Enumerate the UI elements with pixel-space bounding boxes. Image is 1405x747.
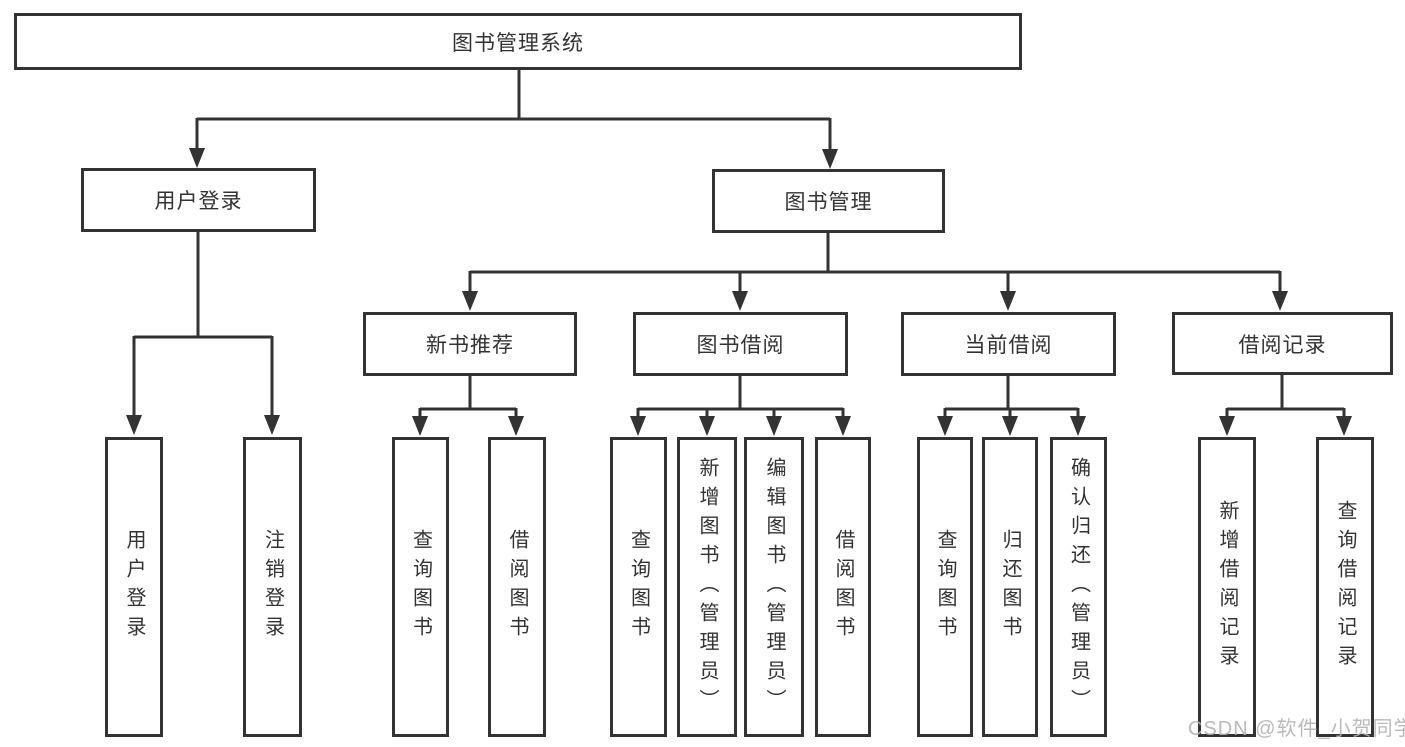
node-leaf-borrow-books-2: 借阅图书	[815, 437, 871, 737]
node-leaf-query-books-2: 查询图书	[610, 437, 667, 737]
node-label: 当前借阅	[964, 334, 1053, 357]
node-label: 归还图书	[999, 529, 1021, 645]
node-label: 新书推荐	[426, 334, 514, 357]
node-label: 用户登录	[123, 529, 145, 645]
node-label: 图书借阅	[696, 334, 785, 357]
node-leaf-query-books-1: 查询图书	[392, 437, 449, 737]
node-label: 查询图书	[409, 529, 432, 645]
node-leaf-borrow-books-1: 借阅图书	[488, 437, 546, 737]
node-current-borrowing: 当前借阅	[901, 312, 1116, 376]
node-leaf-user-login: 用户登录	[105, 437, 163, 737]
node-label: 图书管理	[784, 191, 873, 214]
node-new-book-recommendation: 新书推荐	[363, 312, 577, 376]
node-leaf-confirm-return-admin: 确认归还（管理员）	[1050, 437, 1107, 737]
node-leaf-edit-book-admin: 编辑图书（管理员）	[744, 437, 804, 737]
node-library-management-system: 图书管理系统	[14, 13, 1022, 70]
node-leaf-query-books-3: 查询图书	[917, 437, 973, 737]
node-book-borrowing: 图书借阅	[633, 312, 848, 376]
csdn-watermark: CSDN @软件_小贺同学	[1188, 718, 1405, 740]
node-label: 借阅图书	[832, 529, 854, 645]
node-book-management-branch: 图书管理	[712, 169, 945, 233]
node-label: 编辑图书（管理员）	[763, 456, 785, 718]
node-leaf-logout: 注销登录	[243, 437, 302, 737]
node-label: 用户登录	[154, 190, 243, 213]
node-label: 查询借阅记录	[1334, 500, 1356, 674]
node-label: 借阅记录	[1238, 333, 1327, 357]
node-label: 查询图书	[627, 529, 650, 645]
node-leaf-add-borrow-record: 新增借阅记录	[1198, 437, 1256, 737]
node-label: 新增图书（管理员）	[696, 456, 718, 718]
node-label: 确认归还（管理员）	[1067, 456, 1090, 718]
node-user-login-branch: 用户登录	[81, 168, 316, 232]
node-label: 新增借阅记录	[1216, 500, 1238, 674]
node-label: 借阅图书	[506, 529, 528, 645]
node-leaf-return-book: 归还图书	[982, 437, 1038, 737]
node-borrowing-records: 借阅记录	[1172, 312, 1393, 375]
arrowheads	[126, 148, 1352, 436]
node-leaf-query-borrow-record: 查询借阅记录	[1316, 437, 1374, 737]
node-label: 查询图书	[934, 529, 956, 645]
node-leaf-add-book-admin: 新增图书（管理员）	[677, 437, 737, 737]
node-label: 注销登录	[261, 529, 284, 645]
node-label: 图书管理系统	[452, 31, 584, 55]
